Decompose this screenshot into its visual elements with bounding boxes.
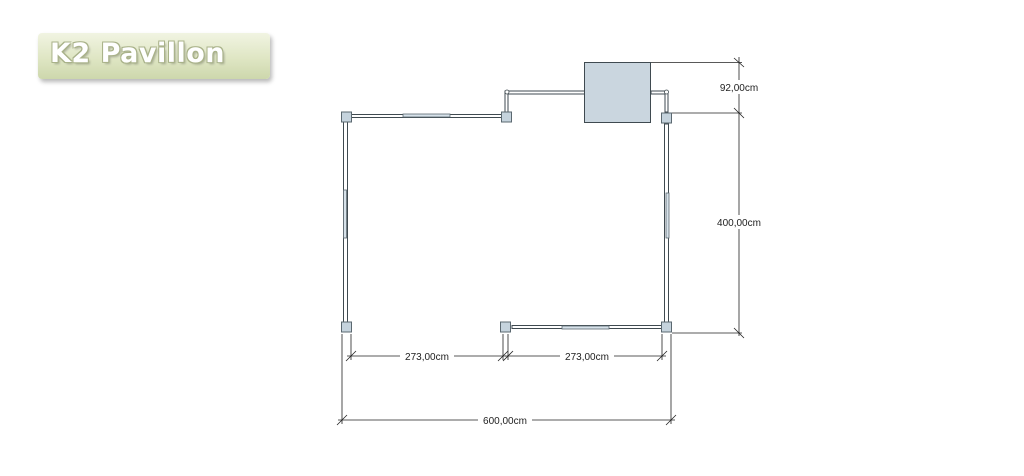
dim-label-total-width: 600,00cm: [483, 416, 527, 427]
windows: [343, 113, 670, 330]
wall-top-middle: [507, 90, 586, 95]
post-top-middle: [501, 111, 512, 123]
logo-badge: K2 Pavillon: [38, 33, 270, 79]
logo-text: K2 Pavillon: [50, 38, 226, 69]
dim-label-left-span: 273,00cm: [405, 352, 449, 363]
dim-label-depth: 400,00cm: [717, 218, 761, 229]
dimension-labels: 92,00cm 400,00cm 273,00cm 273,00cm 600,0…: [400, 80, 766, 427]
post-top-right: [661, 112, 672, 124]
window-right: [665, 192, 670, 239]
tick-mid: [733, 107, 745, 119]
label-bg-depth: [712, 215, 766, 229]
post-top-left: [341, 111, 352, 123]
node-step-top: [504, 89, 510, 95]
tick-t2: [665, 414, 677, 426]
window-top: [402, 113, 451, 118]
label-bg-right-span: [560, 350, 614, 363]
walls: [343, 90, 669, 329]
tick-r2: [656, 350, 668, 362]
post-bottom-right: [661, 321, 672, 333]
tick-top: [733, 57, 745, 68]
node-right-top: [664, 89, 669, 95]
label-bg-top: [714, 80, 764, 94]
window-bottom: [561, 325, 610, 330]
label-bg-left-span: [400, 350, 454, 363]
dim-label-top-offset: 92,00cm: [720, 83, 758, 94]
dim-label-right-span: 273,00cm: [565, 352, 609, 363]
tick-r1: [502, 350, 514, 362]
corner-nodes: [504, 89, 669, 95]
window-left: [343, 189, 347, 239]
post-bottom-middle: [500, 321, 511, 333]
post-bottom-left: [341, 321, 352, 333]
dimension-lines: [336, 57, 745, 426]
block-annex: [584, 62, 651, 123]
tick-l2: [497, 350, 509, 362]
label-bg-total: [478, 414, 532, 427]
tick-l1: [345, 350, 357, 362]
tick-t1: [336, 414, 348, 426]
posts: [341, 111, 672, 333]
tick-bottom: [733, 327, 745, 339]
